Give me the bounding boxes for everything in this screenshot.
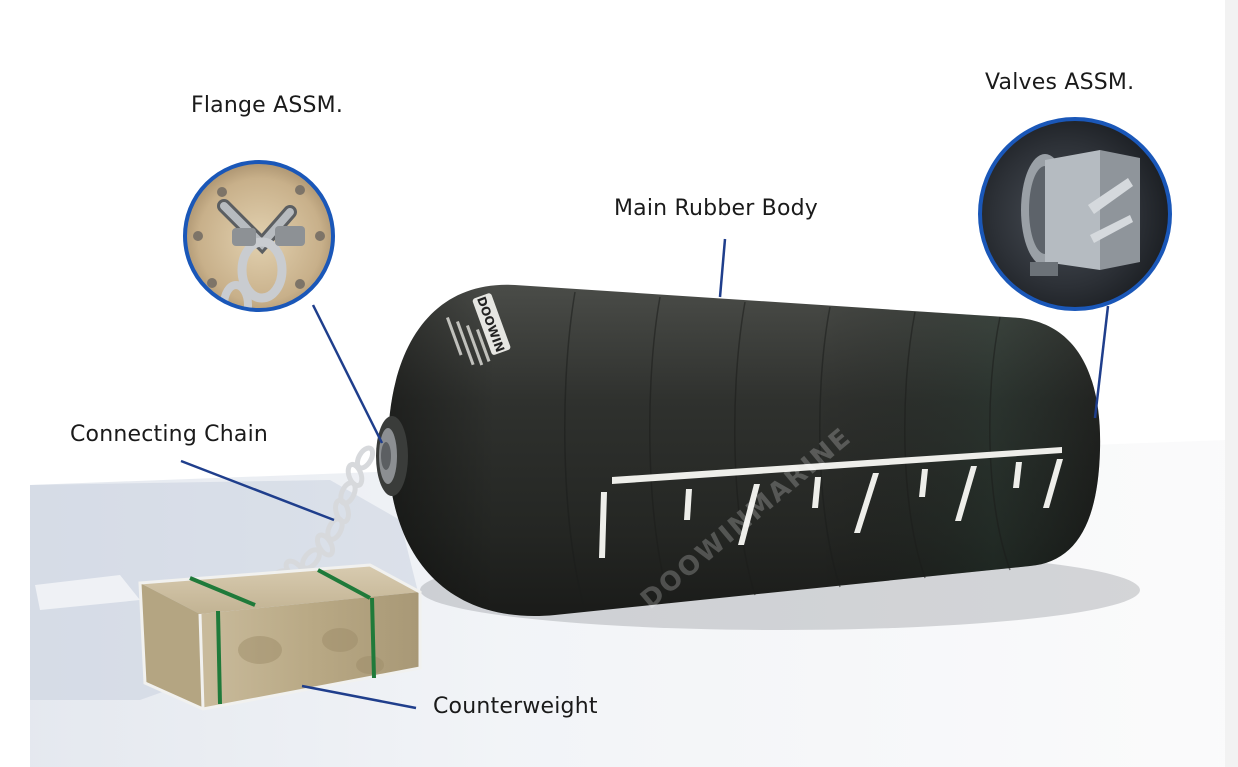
label-flange-assm: Flange ASSM. — [191, 93, 344, 118]
callout-chain-line — [180, 459, 335, 522]
valves-inset — [978, 117, 1172, 311]
callout-valves-line — [1093, 305, 1110, 419]
label-connecting-chain: Connecting Chain — [70, 422, 269, 447]
callout-weight-line — [301, 684, 417, 710]
valve-housing-icon — [1021, 150, 1140, 276]
main-rubber-body: DOOWIN DOOWINMARINE — [387, 284, 1101, 617]
label-valves-assm: Valves ASSM. — [985, 70, 1135, 95]
callout-lines — [180, 238, 1110, 710]
flange-end-fitting — [376, 416, 408, 496]
right-edge-strip — [1225, 0, 1238, 767]
label-main-rubber-body: Main Rubber Body — [614, 196, 818, 221]
callout-body-line — [718, 238, 727, 298]
callout-flange-line — [311, 304, 384, 444]
label-counterweight: Counterweight — [433, 694, 598, 719]
counterweight-block — [138, 563, 422, 711]
spec-lines — [446, 316, 491, 366]
flange-inset — [183, 160, 335, 312]
